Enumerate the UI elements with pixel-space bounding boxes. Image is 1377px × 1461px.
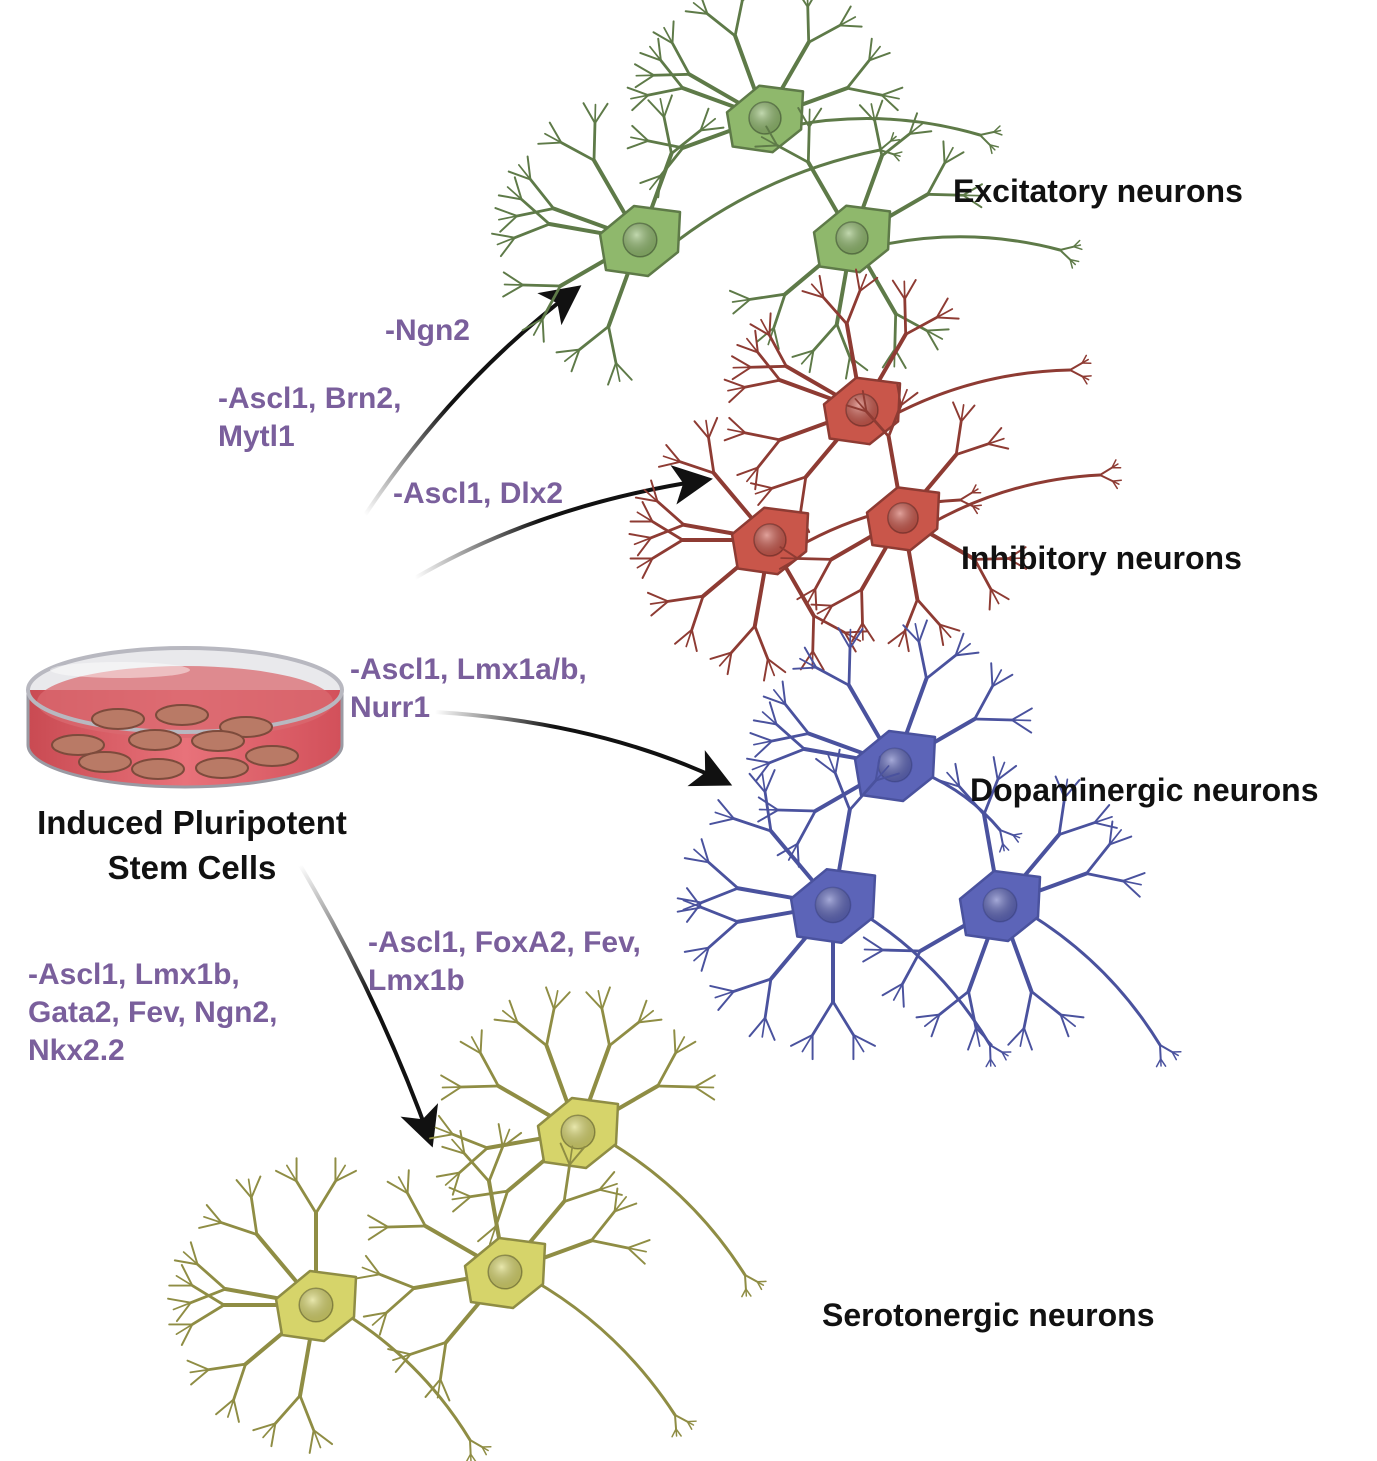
arrow-to-inhibitory [413,465,713,580]
factor-line: -Ascl1, Lmx1b, [28,958,240,991]
ipsc-label-line2: Stem Cells [107,849,277,886]
factor-line: -Ascl1, Lmx1a/b, [350,653,587,686]
factor-line: Nkx2.2 [28,1034,125,1067]
ipsc-label: Induced Pluripotent Stem Cells [0,800,384,890]
inhibitory-neuron-icon [778,383,1122,653]
dopaminergic-neuron-icon [746,619,1033,868]
dopaminergic-neuron-icon [676,748,1012,1068]
arrow-to-dopaminergic [433,710,733,787]
factor-line: Gata2, Fev, Ngn2, [28,996,278,1029]
factor-line: Lmx1b [368,964,465,997]
factor-line: -Ascl1, Brn2, [218,382,402,415]
factor-label-ascl1-brn2: -Ascl1, Brn2, Mytl1 [218,380,401,456]
serotonergic-neuron-icon [356,1123,697,1438]
factor-label-ascl1-gata2: -Ascl1, Lmx1b, Gata2, Fev, Ngn2, Nkx2.2 [28,956,278,1070]
factor-label-ascl1-dlx2: -Ascl1, Dlx2 [393,477,564,510]
dopaminergic-neuron-icon [862,756,1182,1068]
dopaminergic-neurons-label: Dopaminergic neurons [970,772,1319,808]
serotonergic-neuron-icon [429,986,767,1298]
excitatory-neuron-icon [491,94,903,386]
serotonergic-neuron-icon [167,1157,492,1461]
factor-label-ascl1-foxa2: -Ascl1, FoxA2, Fev, Lmx1b [368,924,641,1000]
factor-line: -Ascl1, FoxA2, Fev, [368,926,641,959]
factor-label-ngn2: -Ngn2 [385,314,470,347]
serotonergic-neurons-label: Serotonergic neurons [822,1297,1155,1333]
inhibitory-neuron-icon [628,416,982,682]
petri-dish-icon [26,646,344,789]
excitatory-neurons-label: Excitatory neurons [953,173,1243,209]
inhibitory-neurons-label: Inhibitory neurons [961,540,1242,576]
factor-label-ascl1-lmx1ab: -Ascl1, Lmx1a/b, Nurr1 [350,651,587,727]
factor-line: Mytl1 [218,420,295,453]
neuron-illustrations [167,0,1182,1461]
factor-line: Nurr1 [350,691,431,724]
ipsc-label-line1: Induced Pluripotent [37,804,347,841]
arrow-to-serotonergic [298,863,439,1148]
